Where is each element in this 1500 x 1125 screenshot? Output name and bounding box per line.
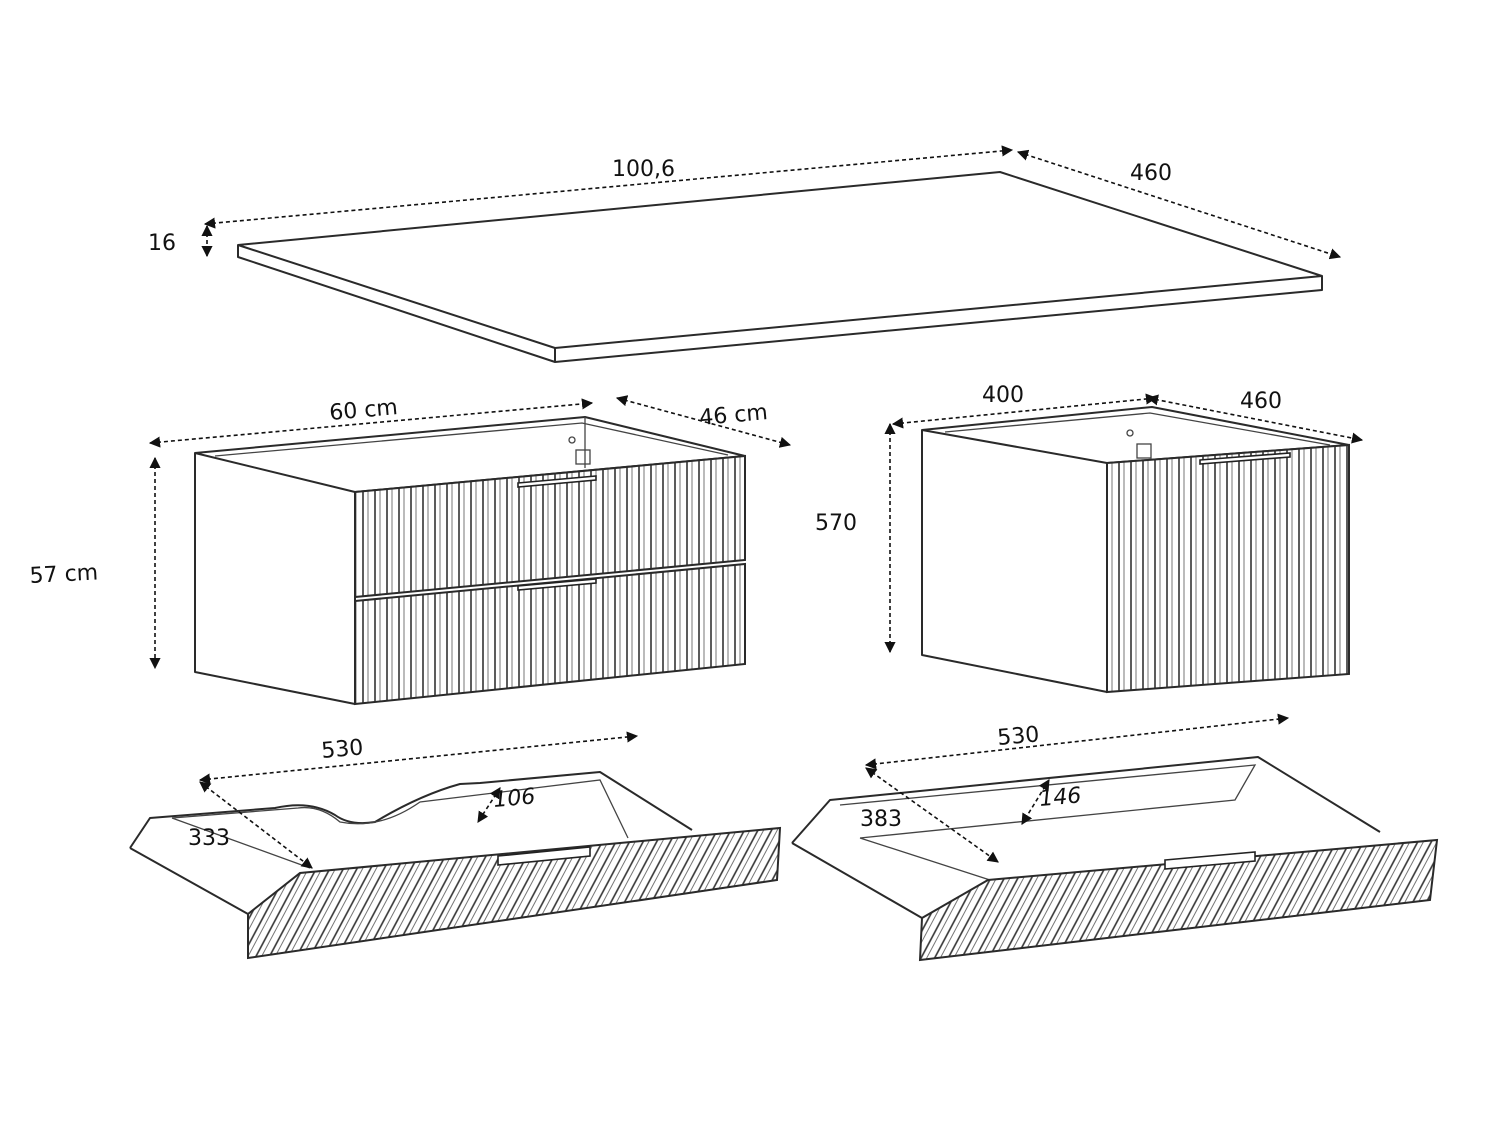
cabinet-60-depth-dimension <box>615 395 792 448</box>
cabinet-40-width-label: 400 <box>982 383 1024 408</box>
drain-hole-icon <box>568 436 576 444</box>
drawer-right-handle <box>1164 851 1256 870</box>
drawer-left-width-dimension <box>198 731 639 785</box>
siphon-icon <box>1136 443 1152 459</box>
cabinet-40-door-front <box>1106 443 1350 694</box>
cabinet-60: 60 cm 46 cm 57 cm <box>29 395 792 706</box>
drawer-left-width-label: 530 <box>320 735 364 764</box>
upper-drawer-handle <box>517 475 597 488</box>
cabinet-60-height-label: 57 cm <box>29 560 99 589</box>
cabinet-60-width-dimension <box>148 398 594 448</box>
drawer-right-depth-label: 383 <box>860 807 902 832</box>
cabinet-60-lower-drawer-front <box>354 562 746 706</box>
drawer-right-front <box>918 838 1439 962</box>
siphon-icon <box>575 449 591 465</box>
drawer-right: 530 383 146 <box>791 713 1439 962</box>
drawer-left-depth-dimension <box>199 781 313 869</box>
door-handle <box>1199 452 1291 465</box>
lower-drawer-handle <box>517 578 597 591</box>
countertop-thickness-label: 16 <box>148 231 176 256</box>
drawer-right-box <box>791 756 1381 919</box>
drain-hole-icon <box>1126 429 1134 437</box>
countertop-front-edge <box>237 245 1323 363</box>
cabinet-40-height-label: 570 <box>815 511 857 536</box>
drawer-left-depth-label: 333 <box>188 826 230 851</box>
countertop-width-label: 100,6 <box>612 157 675 182</box>
countertop-depth-dimension <box>1016 149 1342 260</box>
cabinet-60-depth-label: 46 cm <box>698 400 768 431</box>
countertop-width-dimension <box>203 145 1014 229</box>
drawer-left-height-label: 106 <box>492 784 536 813</box>
cabinet-40-depth-dimension <box>1146 394 1364 444</box>
drawer-left-handle <box>497 846 591 866</box>
countertop-depth-label: 460 <box>1130 161 1172 186</box>
cabinet-40: 400 460 570 <box>815 383 1364 694</box>
drawer-right-height-dimension <box>1021 779 1050 825</box>
cabinet-60-upper-drawer-front <box>354 454 746 599</box>
drawer-left: 530 333 106 <box>129 731 782 960</box>
drawer-right-depth-dimension <box>865 767 999 863</box>
drawer-right-height-label: 146 <box>1038 783 1082 812</box>
cabinet-60-side-panel <box>194 452 356 705</box>
countertop: 100,6 460 16 <box>148 145 1342 363</box>
cabinet-40-width-dimension <box>891 393 1158 429</box>
drawer-left-front <box>247 826 782 960</box>
drawer-right-width-label: 530 <box>996 722 1040 751</box>
cabinet-40-side-panel <box>921 429 1108 693</box>
drawer-right-width-dimension <box>864 713 1290 770</box>
cabinet-60-width-label: 60 cm <box>328 395 398 426</box>
cabinet-40-depth-label: 460 <box>1240 389 1282 414</box>
